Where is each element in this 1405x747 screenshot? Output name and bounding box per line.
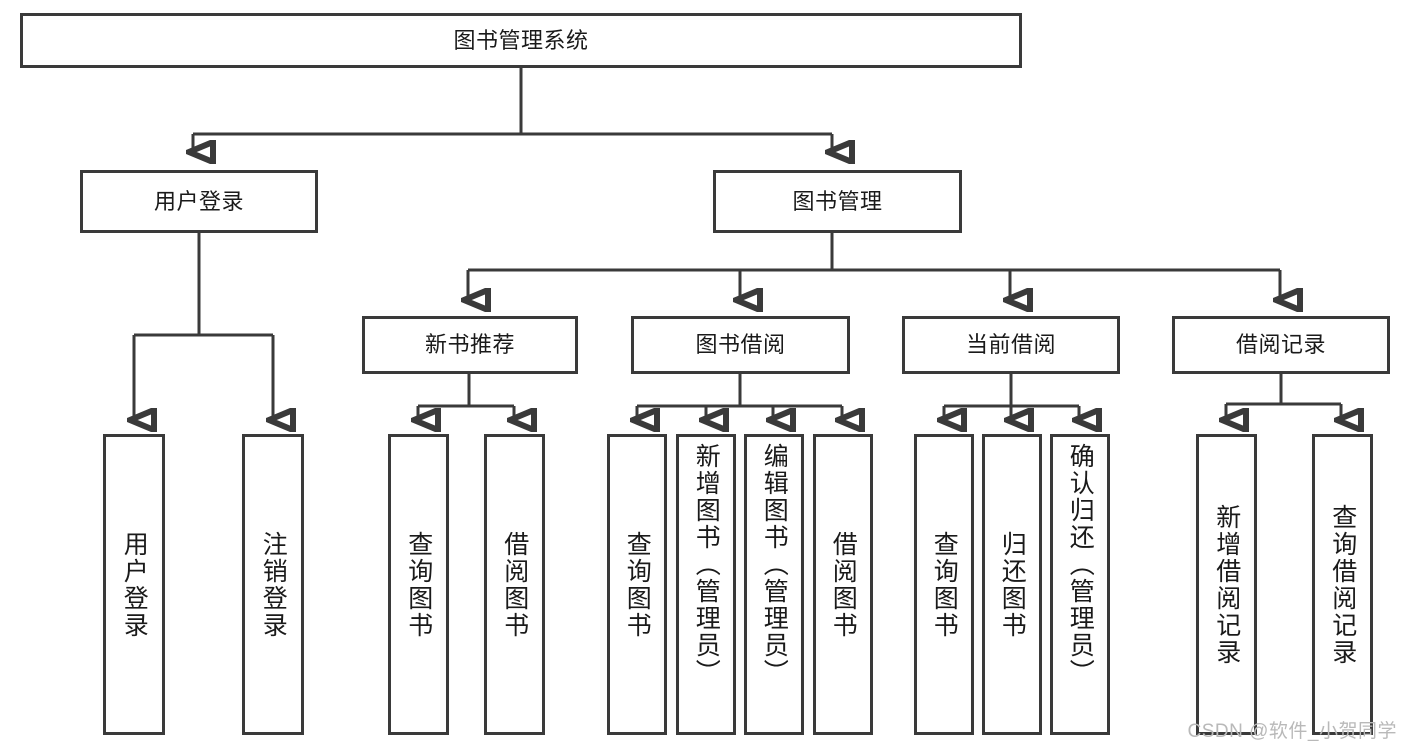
node-label: 注销登录 bbox=[259, 530, 288, 639]
node-label: 借阅记录 bbox=[1235, 332, 1326, 358]
node-label: 新增图书（管理员） bbox=[692, 443, 721, 686]
node-new-book-recommend[interactable]: 新书推荐 bbox=[362, 316, 578, 374]
leaf-user-logout[interactable]: 注销登录 bbox=[242, 434, 304, 735]
leaf-add-borrow-record[interactable]: 新增借阅记录 bbox=[1196, 434, 1257, 735]
node-current-borrow[interactable]: 当前借阅 bbox=[902, 316, 1120, 374]
leaf-add-book-admin[interactable]: 新增图书（管理员） bbox=[676, 434, 736, 735]
node-label: 借阅图书 bbox=[500, 530, 529, 639]
leaf-user-login[interactable]: 用户登录 bbox=[103, 434, 165, 735]
node-label: 确认归还（管理员） bbox=[1066, 443, 1095, 686]
leaf-query-book-recommend[interactable]: 查询图书 bbox=[388, 434, 449, 735]
node-book-borrow[interactable]: 图书借阅 bbox=[631, 316, 850, 374]
leaf-return-book[interactable]: 归还图书 bbox=[982, 434, 1042, 735]
node-label: 图书管理系统 bbox=[453, 27, 589, 53]
leaf-query-borrow-record[interactable]: 查询借阅记录 bbox=[1312, 434, 1373, 735]
node-label: 当前借阅 bbox=[965, 332, 1056, 358]
watermark: CSDN @软件_小贺同学 bbox=[1187, 721, 1397, 742]
node-label: 查询图书 bbox=[623, 530, 652, 639]
node-label: 查询借阅记录 bbox=[1328, 503, 1357, 666]
node-label: 图书管理 bbox=[792, 188, 883, 214]
node-label: 用户登录 bbox=[153, 188, 244, 214]
node-book-management[interactable]: 图书管理 bbox=[713, 170, 962, 233]
leaf-borrow-book[interactable]: 借阅图书 bbox=[813, 434, 873, 735]
leaf-query-book-current[interactable]: 查询图书 bbox=[914, 434, 974, 735]
node-label: 借阅图书 bbox=[829, 530, 858, 639]
node-root-book-management-system[interactable]: 图书管理系统 bbox=[20, 13, 1022, 68]
leaf-confirm-return-admin[interactable]: 确认归还（管理员） bbox=[1050, 434, 1110, 735]
leaf-query-book-borrow[interactable]: 查询图书 bbox=[607, 434, 667, 735]
node-label: 编辑图书（管理员） bbox=[760, 443, 789, 686]
node-label: 新增借阅记录 bbox=[1212, 503, 1241, 666]
node-label: 查询图书 bbox=[404, 530, 433, 639]
node-label: 图书借阅 bbox=[695, 332, 786, 358]
node-borrow-record[interactable]: 借阅记录 bbox=[1172, 316, 1390, 374]
node-label: 归还图书 bbox=[998, 530, 1027, 639]
node-label: 用户登录 bbox=[120, 530, 149, 639]
node-user-login[interactable]: 用户登录 bbox=[80, 170, 318, 233]
node-label: 新书推荐 bbox=[424, 332, 515, 358]
node-label: 查询图书 bbox=[930, 530, 959, 639]
leaf-edit-book-admin[interactable]: 编辑图书（管理员） bbox=[744, 434, 804, 735]
leaf-borrow-book-recommend[interactable]: 借阅图书 bbox=[484, 434, 545, 735]
